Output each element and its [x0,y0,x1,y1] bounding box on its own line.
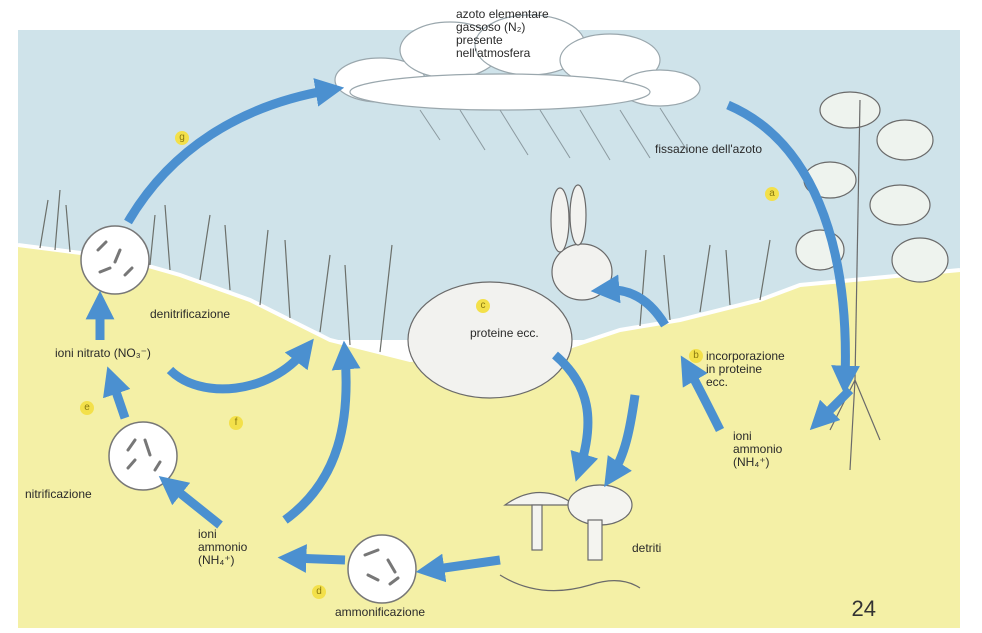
label-detritus: detriti [632,542,661,555]
label-ammonium-left: ioni ammonio (NH₄⁺) [198,528,247,567]
bacteria-circle-nitrification [109,422,177,490]
label-ammonium-right-line-3: (NH₄⁺) [733,456,782,469]
label-atmosphere: azoto elementare gassoso (N₂) presente n… [456,8,549,60]
label-denitrification: denitrificazione [150,308,230,321]
label-ammonium-right: ioni ammonio (NH₄⁺) [733,430,782,469]
bacteria-circle-denitrification [81,226,149,294]
arrow-ammonification-to-ammonium [292,558,345,560]
step-badge-e: e [80,401,94,415]
step-badge-c: c [476,299,490,313]
bacteria-circle-ammonification [348,535,416,603]
step-badge-g: g [175,131,189,145]
label-atmosphere-line-4: nell'atmosfera [456,47,549,60]
step-badge-b: b [689,349,703,363]
label-ammonification: ammonificazione [335,606,425,619]
step-badge-a: a [765,187,779,201]
page-number: 24 [852,596,876,622]
step-badge-d: d [312,585,326,599]
label-nitrification: nitrificazione [25,488,92,501]
label-proteins: proteine ecc. [470,327,539,340]
label-nitrate-ions: ioni nitrato (NO₃⁻) [55,347,151,360]
step-badge-f: f [229,416,243,430]
label-incorporation: incorporazione in proteine ecc. [706,350,785,389]
label-fixation: fissazione dell'azoto [655,143,762,156]
label-incorporation-line-3: ecc. [706,376,785,389]
label-ammonium-left-line-3: (NH₄⁺) [198,554,247,567]
